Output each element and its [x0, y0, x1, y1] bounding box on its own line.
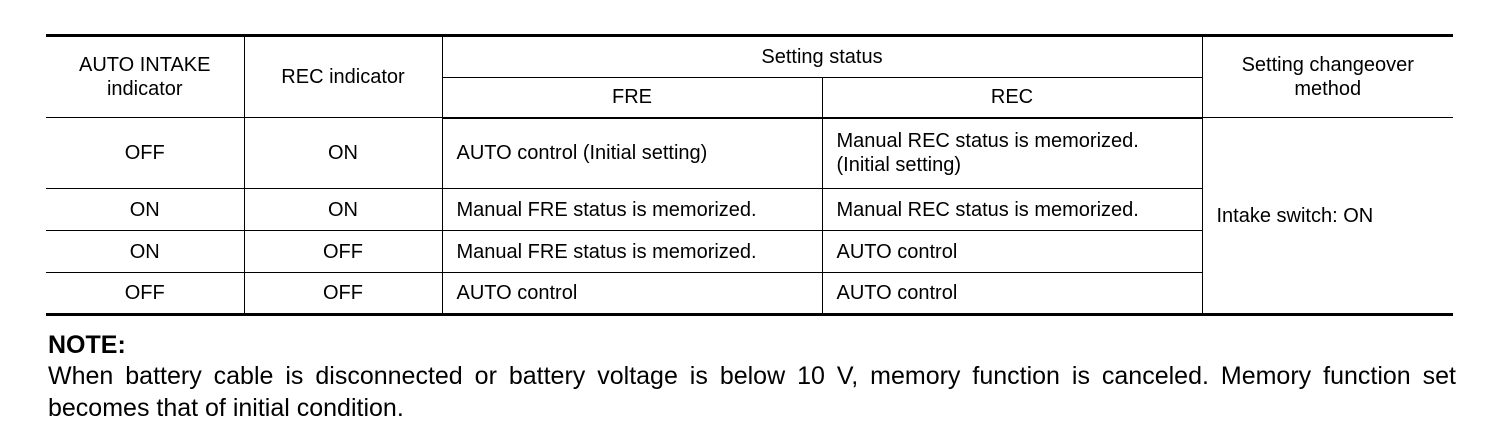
- cell-auto-intake: ON: [46, 230, 245, 273]
- settings-table: AUTO INTAKE indicator REC indicator Sett…: [46, 34, 1453, 316]
- header-rec-indicator: REC indicator: [243, 35, 443, 118]
- cell-fre-status: AUTO control (Initial setting): [441, 117, 823, 189]
- note-text: When battery cable is disconnected or ba…: [48, 362, 1456, 422]
- cell-rec-indicator: ON: [243, 117, 443, 189]
- cell-rec-status: AUTO control: [821, 230, 1202, 273]
- cell-rec-status: Manual REC status is memorized. (Initial…: [821, 117, 1203, 189]
- cell-auto-intake: OFF: [46, 117, 245, 189]
- header-fre: FRE: [442, 77, 823, 119]
- table-row: OFF ON AUTO control (Initial setting) Ma…: [46, 117, 1453, 315]
- cell-auto-intake: OFF: [46, 272, 245, 315]
- cell-changeover-method: Intake switch: ON: [1201, 117, 1453, 315]
- cell-rec-status: AUTO control: [821, 272, 1202, 315]
- header-auto-intake-indicator: AUTO INTAKE indicator: [46, 35, 245, 118]
- header-rec: REC: [821, 77, 1202, 119]
- cell-rec-status: Manual REC status is memorized.: [821, 188, 1202, 231]
- cell-fre-status: Manual FRE status is memorized.: [441, 188, 823, 231]
- cell-rec-indicator: OFF: [243, 230, 443, 273]
- cell-auto-intake: ON: [46, 188, 245, 231]
- header-setting-status: Setting status: [441, 35, 1203, 78]
- cell-rec-indicator: ON: [243, 188, 443, 231]
- table-row: OFF OFF AUTO control AUTO control: [46, 272, 1453, 315]
- note-heading: NOTE:: [48, 331, 126, 359]
- cell-fre-status: AUTO control: [441, 272, 823, 315]
- cell-fre-status: Manual FRE status is memorized.: [441, 230, 823, 273]
- header-setting-changeover-method: Setting changeover method: [1201, 35, 1453, 118]
- cell-rec-indicator: OFF: [243, 272, 443, 315]
- table-row: ON OFF Manual FRE status is memorized. A…: [46, 230, 1453, 273]
